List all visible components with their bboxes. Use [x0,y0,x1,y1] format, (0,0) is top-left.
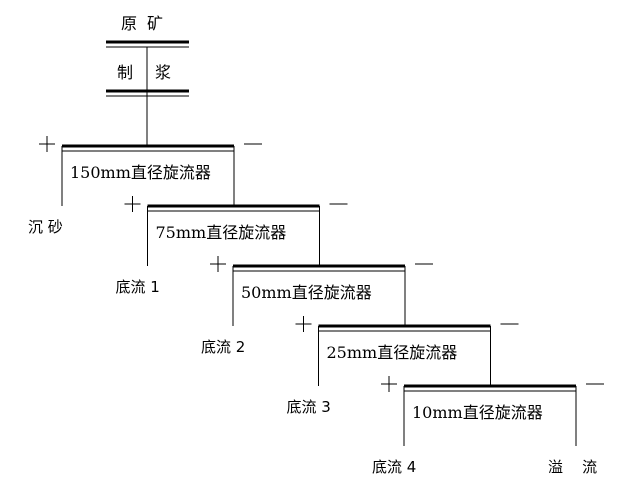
feed-label-a: 原 [121,14,137,33]
underflow-label: 底流 3 [287,398,331,416]
underflow-label: 底流 2 [201,338,245,356]
pulping-label-b: 浆 [155,63,171,82]
overflow-label: 溢 流 [548,458,597,476]
cyclone-name: 75mm直径旋流器 [156,223,287,242]
underflow-label: 底流 1 [116,278,160,296]
underflow-label: 底流 4 [372,458,416,476]
cyclone-name: 10mm直径旋流器 [412,403,543,422]
pulping-label-a: 制 [117,63,133,82]
cyclone-name: 50mm直径旋流器 [241,283,372,302]
underflow-label: 沉 砂 [28,218,63,236]
cyclone-name: 150mm直径旋流器 [70,163,211,182]
feed-label-b: 矿 [147,14,163,33]
cyclone-name: 25mm直径旋流器 [327,343,458,362]
